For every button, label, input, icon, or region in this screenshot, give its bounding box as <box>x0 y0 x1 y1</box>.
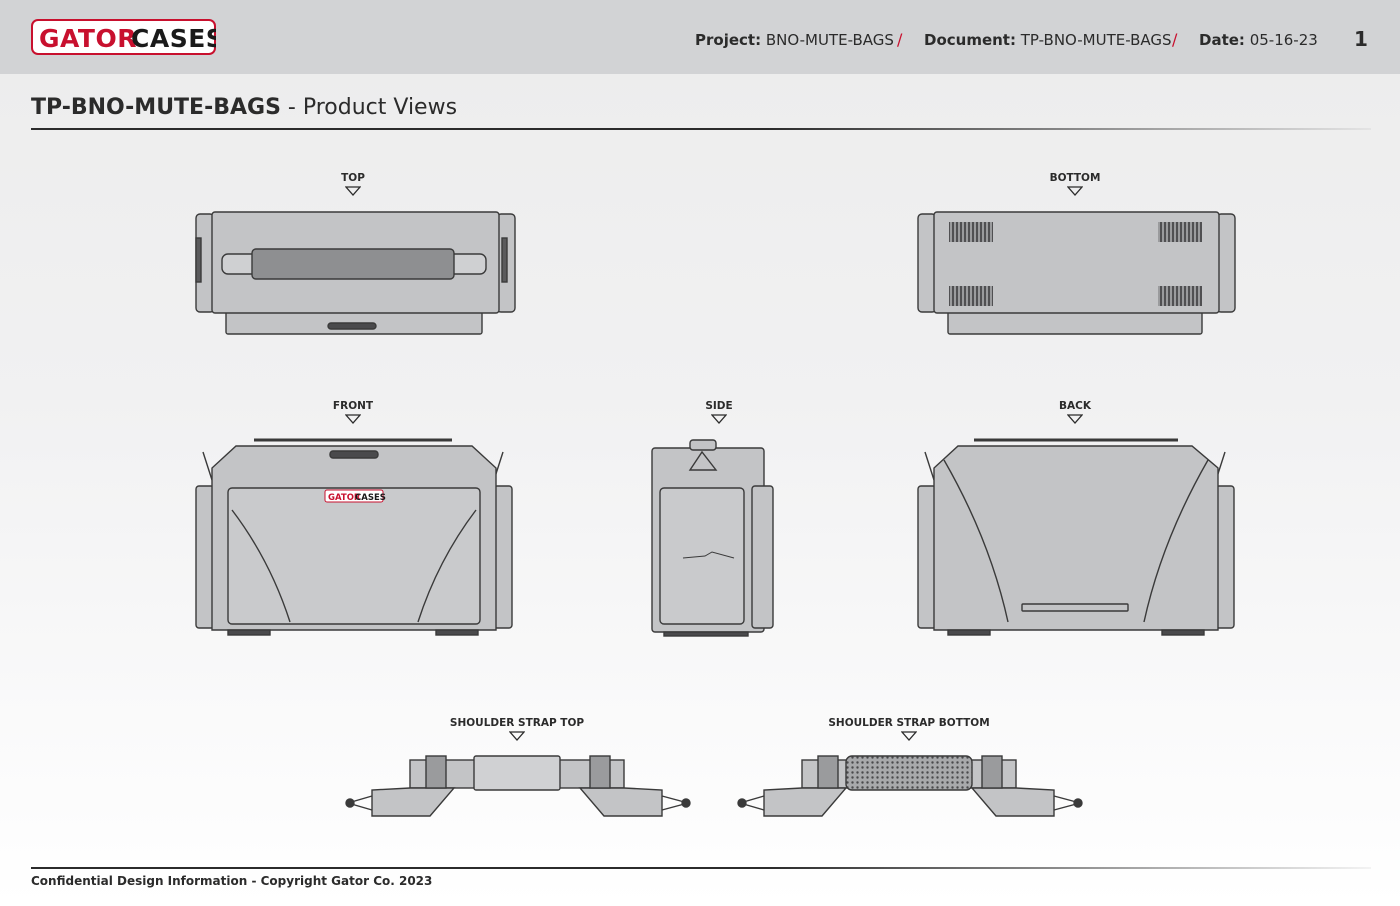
view-arrow-icon <box>345 186 361 196</box>
document-info: Document: TP-BNO-MUTE-BAGS <box>924 31 1172 49</box>
view-arrow-icon <box>901 731 917 741</box>
side-view <box>651 439 774 637</box>
footer-copyright: Confidential Design Information - Copyri… <box>31 874 433 888</box>
date-label: Date: <box>1199 31 1245 49</box>
view-label-front: FRONT <box>332 400 374 412</box>
view-label-side: SIDE <box>705 400 733 412</box>
shoulder-strap-top-view <box>345 755 691 817</box>
svg-text:GATOR: GATOR <box>39 24 137 53</box>
svg-text:GATOR: GATOR <box>328 493 361 503</box>
title-code: TP-BNO-MUTE-BAGS <box>31 95 281 120</box>
separator: / <box>1172 30 1178 49</box>
view-arrow-icon <box>345 414 361 424</box>
back-view <box>917 438 1235 636</box>
svg-text:CASES: CASES <box>355 493 386 503</box>
project-info: Project: BNO-MUTE-BAGS <box>695 31 894 49</box>
view-label-back: BACK <box>1059 400 1091 412</box>
view-arrow-icon <box>1067 186 1083 196</box>
document-label: Document: <box>924 31 1016 49</box>
view-label-strap-bottom: SHOULDER STRAP BOTTOM <box>828 717 990 729</box>
gatorcases-logo: GATOR CASES <box>31 19 216 55</box>
view-label-top: TOP <box>341 172 365 184</box>
header-bar: GATOR CASES Project: BNO-MUTE-BAGS / Doc… <box>0 0 1400 74</box>
shoulder-strap-bottom-view <box>737 755 1083 817</box>
view-arrow-icon <box>1067 414 1083 424</box>
view-label-strap-top: SHOULDER STRAP TOP <box>449 717 585 729</box>
separator: / <box>897 30 903 49</box>
document-value: TP-BNO-MUTE-BAGS <box>1020 31 1172 49</box>
project-label: Project: <box>695 31 762 49</box>
page-number: 1 <box>1354 27 1368 51</box>
view-label-bottom: BOTTOM <box>1049 172 1101 184</box>
date-value: 05-16-23 <box>1249 31 1318 49</box>
view-arrow-icon <box>509 731 525 741</box>
date-info: Date: 05-16-23 <box>1199 31 1318 49</box>
top-view <box>195 211 516 335</box>
bottom-view <box>917 211 1236 335</box>
svg-text:CASES: CASES <box>131 24 216 53</box>
project-value: BNO-MUTE-BAGS <box>765 31 894 49</box>
title-suffix: - Product Views <box>280 95 458 120</box>
page-title: TP-BNO-MUTE-BAGS - Product Views <box>31 95 457 120</box>
front-view: GATOR CASES <box>195 438 513 636</box>
view-arrow-icon <box>711 414 727 424</box>
footer-divider <box>31 867 1371 869</box>
title-divider <box>31 128 1371 130</box>
